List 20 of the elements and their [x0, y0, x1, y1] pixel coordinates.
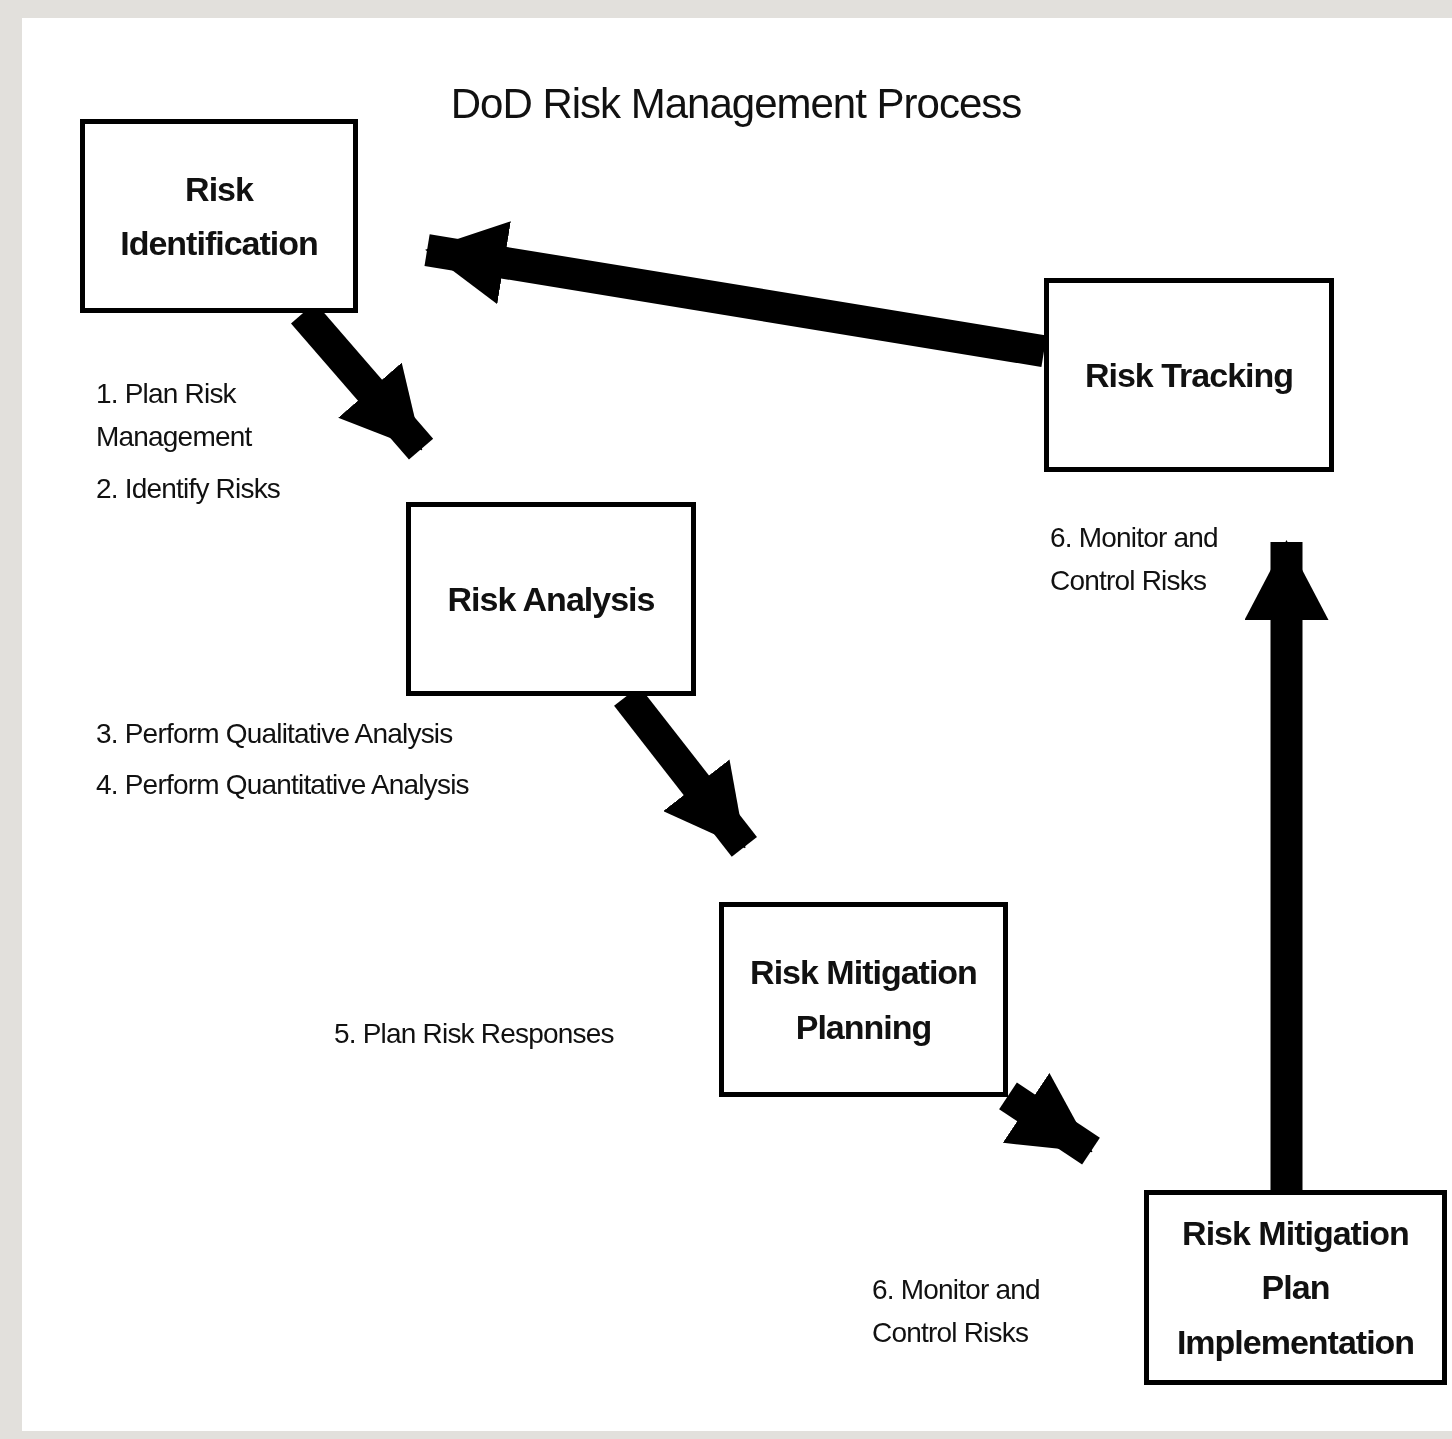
step-text: 4. Perform Quantitative Analysis [96, 768, 469, 803]
block-arrow [999, 1072, 1100, 1165]
process-box [1044, 278, 1334, 472]
box-label: Risk Mitigation Planning [749, 952, 978, 1048]
block-arrow [1244, 540, 1329, 1190]
process-box [406, 502, 696, 696]
step-text: 1. Plan Risk Management [96, 377, 253, 455]
process-box [80, 119, 358, 313]
step-text: 3. Perform Qualitative Analysis [96, 717, 453, 751]
diagram-title: DoD Risk Management Process [449, 80, 1023, 128]
box-label: Risk Identification [119, 168, 319, 264]
step-text: 6. Monitor and Control Risks [872, 1273, 1041, 1351]
box-label: Risk Mitigation Plan Implementation [1175, 1212, 1416, 1363]
step-text: 2. Identify Risks [96, 471, 281, 506]
process-box [1144, 1190, 1447, 1385]
box-label: Risk Tracking [1084, 354, 1294, 396]
box-label: Risk Analysis [447, 578, 655, 620]
step-text: 5. Plan Risk Responses [334, 1017, 614, 1051]
step-text: 6. Monitor and Control Risks [1050, 521, 1219, 599]
process-box [719, 902, 1008, 1097]
